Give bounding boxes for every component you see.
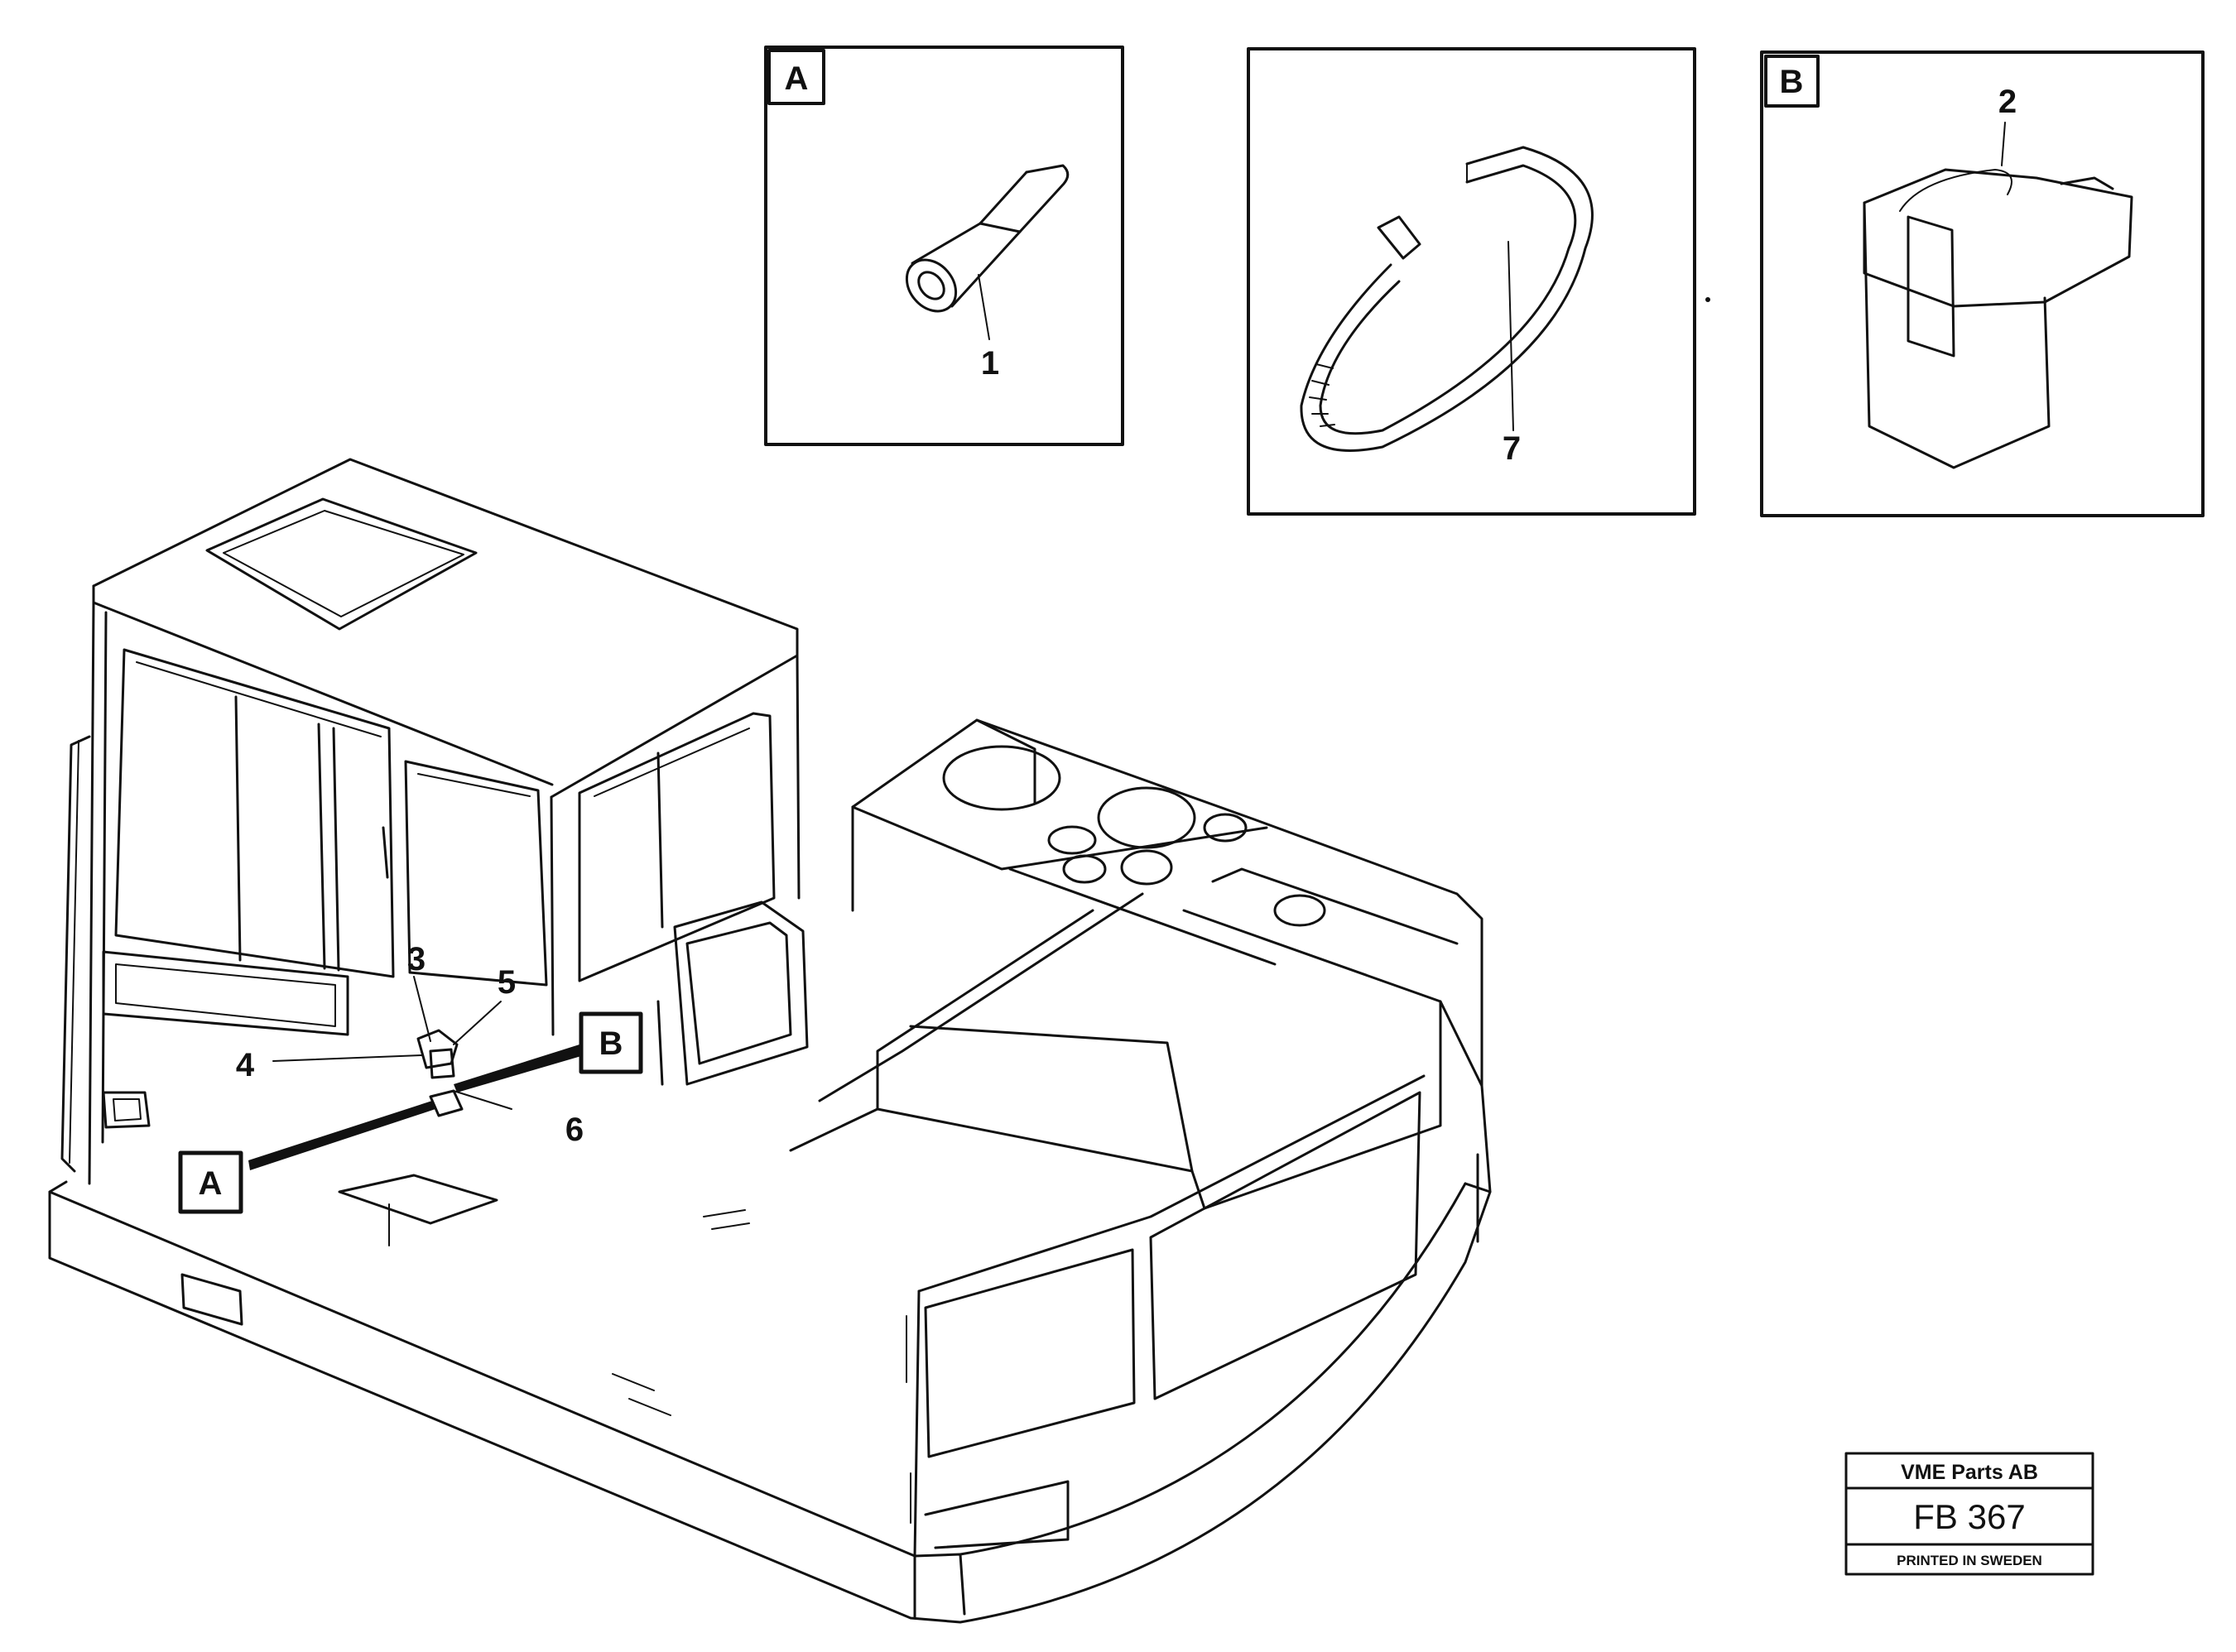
cable-sleeve-icon	[905, 164, 1070, 340]
detail-b-panel: B 2	[1760, 50, 2205, 517]
svg-text:A: A	[199, 1165, 223, 1202]
part-number-5: 5	[498, 964, 516, 1001]
stamp-footer: PRINTED IN SWEDEN	[1897, 1553, 2042, 1568]
detail-a-callout: A	[785, 60, 809, 97]
svg-text:B: B	[599, 1025, 623, 1062]
part-number-4: 4	[236, 1047, 255, 1083]
excavator-upper-structure-icon	[48, 458, 1492, 1624]
main-callout-b: B	[579, 1011, 643, 1074]
part-number-1: 1	[981, 345, 999, 382]
part-number-3: 3	[407, 941, 426, 977]
part-number-7: 7	[1503, 430, 1521, 467]
detail-a-panel: A 1	[764, 46, 1124, 446]
detail-tie-panel: 7	[1247, 47, 1710, 516]
vme-parts-stamp: VME Parts AB FB 367 PRINTED IN SWEDEN	[1844, 1452, 2094, 1576]
leader-lines	[248, 976, 581, 1170]
cable-tie-icon	[1300, 146, 1594, 452]
stamp-company: VME Parts AB	[1901, 1461, 2038, 1484]
part-number-2: 2	[1998, 84, 2017, 120]
part-number-6: 6	[565, 1112, 584, 1148]
stamp-code: FB 367	[1913, 1497, 2025, 1536]
fuse-holder-clip-icon	[1863, 122, 2133, 469]
detail-b-callout: B	[1780, 64, 1804, 100]
main-callout-a: A	[178, 1150, 243, 1214]
